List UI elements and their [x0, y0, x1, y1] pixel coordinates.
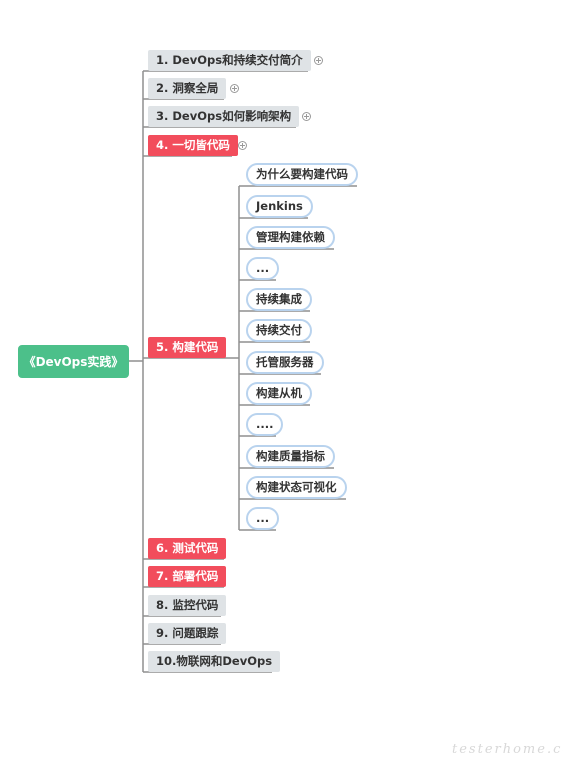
expand-icon[interactable] [302, 112, 311, 121]
build-subtopic[interactable]: 持续交付 [246, 319, 312, 342]
chapter-label: 7. 部署代码 [156, 569, 219, 583]
chapter-node[interactable]: 1. DevOps和持续交付简介 [148, 50, 311, 71]
subtopic-label: 持续集成 [256, 292, 302, 306]
build-subtopic[interactable]: 为什么要构建代码 [246, 163, 358, 186]
chapter-node[interactable]: 7. 部署代码 [148, 566, 227, 587]
build-subtopic[interactable]: 管理构建依赖 [246, 226, 335, 249]
subtopic-label: ... [256, 261, 270, 275]
subtopic-label: 持续交付 [256, 323, 302, 337]
build-subtopic[interactable]: .... [246, 413, 284, 436]
chapter-label: 2. 洞察全局 [156, 81, 219, 95]
chapter-label: 9. 问题跟踪 [156, 626, 219, 640]
expand-icon[interactable] [314, 56, 323, 65]
build-subtopic[interactable]: 构建质量指标 [246, 445, 335, 468]
build-subtopic[interactable]: 构建状态可视化 [246, 476, 347, 499]
subtopic-label: ... [256, 511, 270, 525]
chapter-node[interactable]: 8. 监控代码 [148, 595, 227, 616]
chapter-node[interactable]: 5. 构建代码 [148, 337, 227, 358]
expand-icon[interactable] [230, 84, 239, 93]
build-subtopic[interactable]: 持续集成 [246, 288, 312, 311]
chapter-node[interactable]: 6. 测试代码 [148, 538, 227, 559]
chapter-node[interactable]: 2. 洞察全局 [148, 78, 227, 99]
subtopic-label: 管理构建依赖 [256, 230, 325, 244]
chapter-label: 3. DevOps如何影响架构 [156, 109, 292, 123]
expand-icon[interactable] [238, 141, 247, 150]
subtopic-label: 构建质量指标 [256, 449, 325, 463]
build-subtopic[interactable]: 构建从机 [246, 382, 312, 405]
chapter-node[interactable]: 10.物联网和DevOps [148, 651, 281, 672]
chapter-node[interactable]: 4. 一切皆代码 [148, 135, 238, 156]
build-subtopic[interactable]: 托管服务器 [246, 351, 324, 374]
root-topic[interactable]: 《DevOps实践》 [18, 345, 129, 378]
subtopic-label: 托管服务器 [256, 355, 314, 369]
build-subtopic[interactable]: Jenkins [246, 195, 313, 218]
subtopic-label: Jenkins [256, 199, 303, 213]
root-topic-label: 《DevOps实践》 [23, 355, 124, 369]
build-subtopic[interactable]: ... [246, 507, 280, 530]
subtopic-label: 构建状态可视化 [256, 480, 337, 494]
chapter-label: 6. 测试代码 [156, 541, 219, 555]
chapter-node[interactable]: 3. DevOps如何影响架构 [148, 106, 300, 127]
build-subtopic[interactable]: ... [246, 257, 280, 280]
subtopic-label: 构建从机 [256, 386, 302, 400]
subtopic-label: 为什么要构建代码 [256, 167, 348, 181]
chapter-node[interactable]: 9. 问题跟踪 [148, 623, 227, 644]
chapter-label: 8. 监控代码 [156, 598, 219, 612]
chapter-label: 10.物联网和DevOps [156, 654, 273, 668]
chapter-label: 4. 一切皆代码 [156, 138, 230, 152]
watermark: testerhome.com [452, 742, 563, 757]
chapter-label: 1. DevOps和持续交付简介 [156, 53, 303, 67]
subtopic-label: .... [256, 417, 274, 431]
chapter-label: 5. 构建代码 [156, 340, 219, 354]
